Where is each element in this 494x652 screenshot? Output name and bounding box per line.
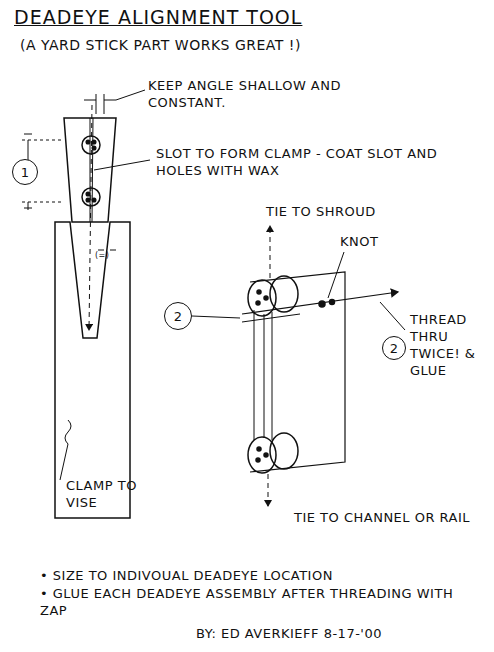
title-text: DEADEYE ALIGNMENT TOOL: [14, 6, 302, 28]
subtitle-note: (A YARD STICK PART WORKS GREAT !): [20, 36, 301, 54]
callout-number: 1: [21, 165, 29, 180]
channel-note: TIE TO CHANNEL OR RAIL: [294, 510, 470, 527]
knot-label: KNOT: [340, 234, 378, 251]
callout-circle: 2: [382, 336, 406, 360]
callout-number: 2: [390, 341, 398, 356]
callout-circle: 2: [164, 302, 192, 330]
equal-mark: (=): [95, 251, 109, 261]
author-signature: BY: ED AVERKIEFF 8-17-'00: [196, 626, 382, 643]
angle-note: KEEP ANGLE SHALLOW AND CONSTANT.: [148, 78, 408, 112]
size-note: • SIZE TO INDIVOUAL DEADEYE LOCATION: [40, 568, 333, 585]
vise-note: CLAMP TO VISE: [66, 478, 156, 512]
thread-note: THREAD THRU TWICE! & GLUE: [410, 312, 490, 380]
glue-note: • GLUE EACH DEADEYE ASSEMBLY AFTER THREA…: [40, 586, 480, 620]
callout-circle: 1: [12, 159, 38, 185]
callout-number: 2: [174, 309, 182, 324]
shroud-note: TIE TO SHROUD: [266, 204, 376, 221]
slot-note: SLOT TO FORM CLAMP - COAT SLOT AND HOLES…: [156, 146, 476, 180]
